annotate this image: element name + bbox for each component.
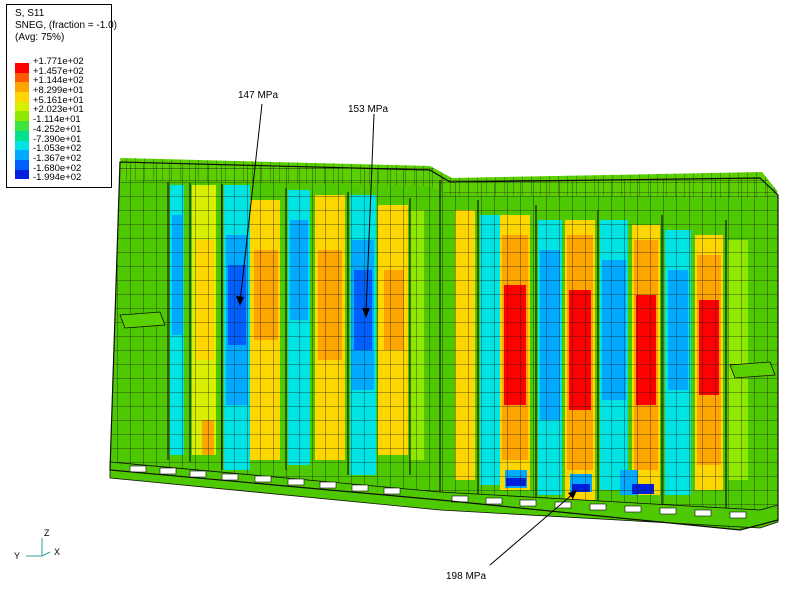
bottom-cutouts (129, 465, 747, 519)
legend-tick-value: -1.114e+01 (33, 114, 81, 126)
legend-tick-value: +5.161e+01 (33, 94, 84, 106)
legend-tick-value: -7.390e+01 (33, 133, 82, 145)
contour-legend: S, S11 SNEG, (fraction = -1.0) (Avg: 75%… (6, 4, 117, 188)
annotation-198-label: 198 MPa (446, 571, 486, 582)
legend-color-band (15, 130, 29, 141)
legend-color-band (15, 140, 29, 151)
legend-tick-value: -4.252e+01 (33, 123, 82, 135)
legend-tick-value: +1.144e+02 (33, 75, 84, 87)
legend-color-band (15, 150, 29, 160)
fe-model (109, 158, 779, 531)
annotation-153-label: 153 MPa (348, 104, 388, 115)
legend-title-averaging: (Avg: 75%) (15, 32, 65, 43)
legend-tick-value: -1.053e+02 (33, 143, 82, 155)
left-flange (119, 311, 166, 329)
triad-y-label: Y (14, 551, 20, 561)
triad-x-label: X (54, 547, 60, 557)
legend-tick-value: +1.771e+02 (33, 56, 84, 67)
legend-tick-value: +1.457e+02 (33, 65, 84, 77)
legend-color-band (15, 63, 29, 73)
annotation-147: 147 MPa (236, 90, 278, 306)
legend-tick-values: +1.771e+02+1.457e+02+1.144e+02+8.299e+01… (33, 57, 84, 183)
legend-color-band (15, 111, 29, 122)
legend-color-band (15, 121, 29, 131)
stiffener-edges (167, 180, 727, 510)
legend-tick-value: -1.994e+02 (33, 172, 82, 184)
mesh-overlay (110, 162, 778, 530)
legend-color-bands (15, 63, 29, 180)
legend-color-band (15, 72, 29, 83)
legend-tick-value: -1.680e+02 (33, 162, 82, 174)
legend-title-variable: S, S11 (15, 8, 45, 19)
legend-tick-value: +8.299e+01 (33, 85, 84, 97)
bottom-flange (109, 461, 779, 529)
legend-tick-value: +2.023e+01 (33, 104, 84, 116)
triad-z-label: Z (44, 528, 50, 538)
axis-triad: Z Y X (14, 528, 60, 561)
annotation-198: 198 MPa (446, 490, 577, 582)
legend-title-section: SNEG, (fraction = -1.0) (15, 20, 117, 31)
legend-color-band (15, 82, 29, 93)
legend-color-band (15, 101, 29, 112)
legend-color-band (15, 169, 29, 180)
legend-tick-value: -1.367e+02 (33, 152, 82, 164)
legend-color-band (15, 92, 29, 102)
annotation-153: 153 MPa (348, 104, 388, 318)
annotation-147-label: 147 MPa (238, 90, 278, 101)
right-flange (729, 361, 776, 379)
legend-color-band (15, 159, 29, 170)
